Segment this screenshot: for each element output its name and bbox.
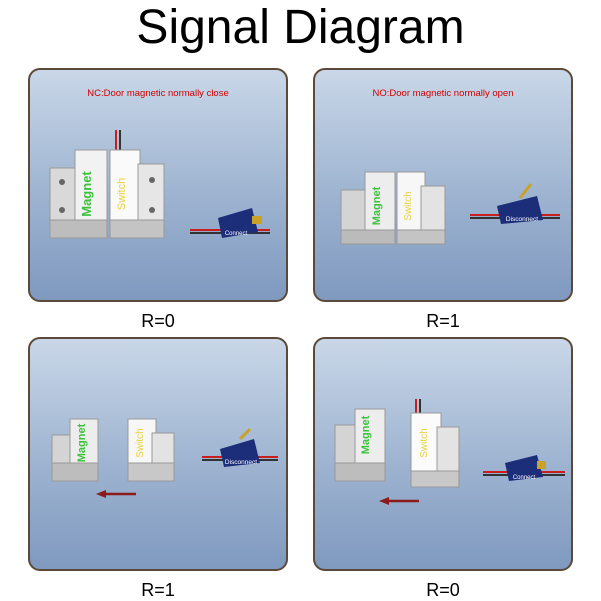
- direction-arrow: [96, 490, 136, 498]
- connector-text: Connect: [513, 475, 536, 481]
- switch-text: Switch: [419, 428, 430, 457]
- switch-text: Switch: [403, 191, 414, 220]
- magnet-block: Magnet: [334, 408, 386, 482]
- connector-unit: Disconnect: [202, 427, 278, 467]
- panel-illustration: Magnet Switch Disconnect: [340, 171, 560, 245]
- magnet-text: Magnet: [79, 171, 94, 217]
- magnet-text: Magnet: [360, 415, 372, 454]
- switch-block: Switch: [127, 418, 175, 482]
- magnet-text: Magnet: [76, 423, 88, 462]
- page-title: Signal Diagram: [136, 1, 465, 54]
- magnet-block: Magnet: [49, 149, 108, 239]
- caption-text: Door magnetic normally close: [103, 88, 229, 99]
- switch-text: Switch: [135, 428, 146, 457]
- panel-illustration: Magnet Switch Disconnect: [51, 418, 278, 498]
- panel-nc-open: Magnet Switch Disconnect: [28, 337, 288, 571]
- connector-text: Disconnect: [225, 459, 257, 466]
- panel-nc-closed: NC:Door magnetic normally close Magnet S…: [28, 68, 288, 302]
- result-label-4: R=0: [426, 580, 460, 600]
- result-label-3: R=1: [141, 580, 175, 600]
- panel-illustration: Magnet Switch Connect: [334, 399, 565, 505]
- caption-code: NO:: [372, 88, 390, 99]
- magnet-block: Magnet: [51, 418, 99, 482]
- panel-illustration: Magnet Switch Connect: [49, 130, 270, 239]
- panel-no-closed: Magnet Switch Connect: [313, 337, 573, 571]
- caption-text: Door magnetic normally open: [389, 88, 514, 99]
- switch-block: Switch: [410, 412, 460, 488]
- magnet-block: Magnet: [340, 171, 396, 245]
- switch-block: Switch: [396, 171, 446, 245]
- caption-code: NC:: [87, 88, 104, 99]
- panel-caption: NC:Door magnetic normally close: [30, 88, 286, 99]
- switch-text: Switch: [116, 178, 128, 210]
- switch-block: Switch: [109, 149, 165, 239]
- connector-unit: Disconnect: [470, 183, 560, 224]
- connector-unit: Connect: [483, 455, 565, 481]
- result-label-2: R=1: [426, 311, 460, 331]
- panel-no-open: NO:Door magnetic normally open Magnet Sw…: [313, 68, 573, 302]
- panel-caption: NO:Door magnetic normally open: [315, 88, 571, 99]
- result-label-1: R=0: [141, 311, 175, 331]
- connector-unit: Connect: [190, 208, 270, 238]
- magnet-text: Magnet: [371, 186, 383, 225]
- connector-text: Connect: [225, 231, 248, 237]
- connector-text: Disconnect: [506, 216, 538, 223]
- direction-arrow: [379, 497, 419, 505]
